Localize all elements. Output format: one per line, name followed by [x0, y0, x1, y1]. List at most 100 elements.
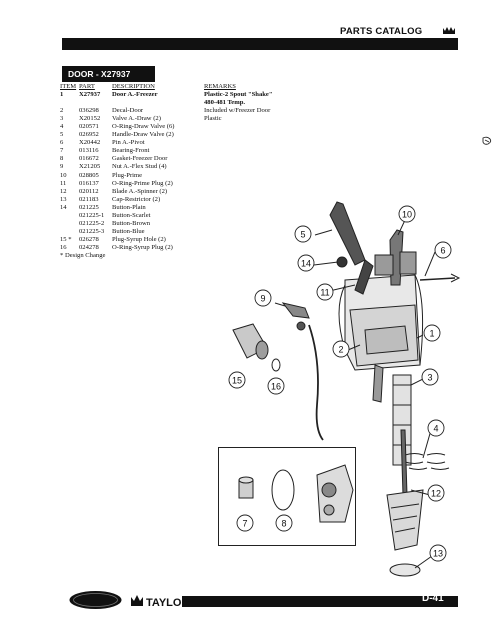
svg-text:9: 9: [260, 293, 265, 303]
callout-14: 14: [297, 254, 315, 272]
cell-description: Handle-Draw Valve (2): [112, 131, 174, 139]
cell-description: Pin A.-Pivot: [112, 139, 145, 147]
svg-text:12: 12: [431, 488, 441, 498]
cell-item: 4: [60, 123, 64, 131]
table-row: 480-481 Temp.: [60, 99, 290, 107]
cell-remarks: Included w/Freezer Door: [204, 107, 271, 115]
table-row: 10 028805 Plug-Prime: [60, 172, 290, 180]
cell-part: 021225-1: [79, 211, 105, 219]
cell-item: 14: [60, 203, 67, 211]
cell-item: 2: [60, 107, 64, 115]
svg-text:14: 14: [301, 258, 311, 268]
table-row: 5 026952 Handle-Draw Valve (2): [60, 131, 290, 139]
col-item: ITEM: [60, 83, 77, 90]
brand-text: TAYLOR: [146, 597, 189, 609]
callout-1: 1: [423, 324, 441, 342]
cell-part: 021183: [79, 195, 99, 203]
cell-remarks: 480-481 Temp.: [204, 99, 246, 107]
taylor-crown-logo-icon: TAYLOR: [131, 595, 189, 609]
section-title: DOOR - X27937: [62, 66, 155, 82]
header-rule: [62, 38, 458, 50]
cell-item: 10: [60, 171, 67, 179]
cell-part: 016137: [79, 179, 99, 187]
cell-item: 5: [60, 131, 64, 139]
svg-text:2: 2: [338, 344, 343, 354]
cell-description: Nut A.-Flex Stud (4): [112, 163, 167, 171]
cell-part: X20442: [79, 139, 101, 147]
cell-description: Button-Scarlet: [112, 211, 151, 219]
cell-description: Cap-Restrictor (2): [112, 195, 161, 203]
cell-item: 13: [60, 195, 67, 203]
cell-part: 020112: [79, 187, 99, 195]
cell-part: 016672: [79, 155, 99, 163]
cell-item: 11: [60, 179, 67, 187]
callout-2: 2: [332, 340, 350, 358]
callout-12: 12: [427, 484, 445, 502]
svg-text:3: 3: [427, 372, 432, 382]
footer-rule: [182, 596, 458, 607]
cell-part: 020571: [79, 123, 99, 131]
callout-8: 8: [275, 514, 293, 532]
svg-text:7: 7: [242, 518, 247, 528]
svg-text:5: 5: [300, 229, 305, 239]
table-row: 6 X20442 Pin A.-Pivot: [60, 139, 290, 147]
callout-9: 9: [254, 289, 272, 307]
cell-description: Door A.-Freezer: [112, 91, 158, 99]
footnote: * Design Change: [60, 251, 106, 259]
svg-text:1: 1: [429, 328, 434, 338]
cell-description: O-Ring-Syrup Plug (2): [112, 243, 173, 251]
svg-text:15: 15: [232, 375, 242, 385]
page-number: D-41: [422, 593, 444, 604]
col-part: PART: [79, 83, 95, 90]
cell-part: 026952: [79, 131, 99, 139]
table-row: 021225-1 Button-Scarlet: [60, 212, 290, 220]
col-remarks: REMARKS: [204, 83, 236, 90]
cell-description: Button-Blue: [112, 227, 145, 235]
svg-text:8: 8: [281, 518, 286, 528]
cell-description: Button-Brown: [112, 219, 151, 227]
cell-item: 15 *: [60, 235, 72, 243]
cell-item: 1: [60, 91, 64, 99]
table-header: ITEM PART DESCRIPTION REMARKS: [60, 83, 290, 91]
cell-remarks: Plastic: [204, 115, 222, 123]
cell-item: 3: [60, 115, 64, 123]
cell-description: Button-Plain: [112, 203, 146, 211]
callout-5: 5: [294, 225, 312, 243]
svg-text:4: 4: [433, 423, 438, 433]
cell-description: Blade A.-Spinner (2): [112, 187, 168, 195]
callout-15: 15: [228, 371, 246, 389]
cell-item: 7: [60, 147, 64, 155]
cell-part: 028805: [79, 171, 99, 179]
cell-description: Plug-Syrup Hole (2): [112, 235, 166, 243]
cell-part: 024278: [79, 243, 99, 251]
catalog-title: PARTS CATALOG: [340, 26, 423, 37]
table-row: 13 021183 Cap-Restrictor (2): [60, 196, 290, 204]
cell-part: 013116: [79, 147, 99, 155]
cell-item: 12: [60, 187, 67, 195]
callout-4: 4: [427, 419, 445, 437]
cell-description: Valve A.-Draw (2): [112, 115, 161, 123]
cell-item: 6: [60, 139, 64, 147]
callout-10: 10: [398, 205, 416, 223]
cell-description: Plug-Prime: [112, 171, 143, 179]
door-assembly-drawing: [232, 201, 461, 577]
callout-3: 3: [421, 368, 439, 386]
cell-part: 021225: [79, 203, 99, 211]
cell-item: 9: [60, 163, 64, 171]
cell-part: X27937: [79, 91, 101, 99]
inset-box: [218, 447, 356, 546]
cell-part: 021225-3: [79, 227, 105, 235]
cell-description: Gasket-Freezer Door: [112, 155, 168, 163]
